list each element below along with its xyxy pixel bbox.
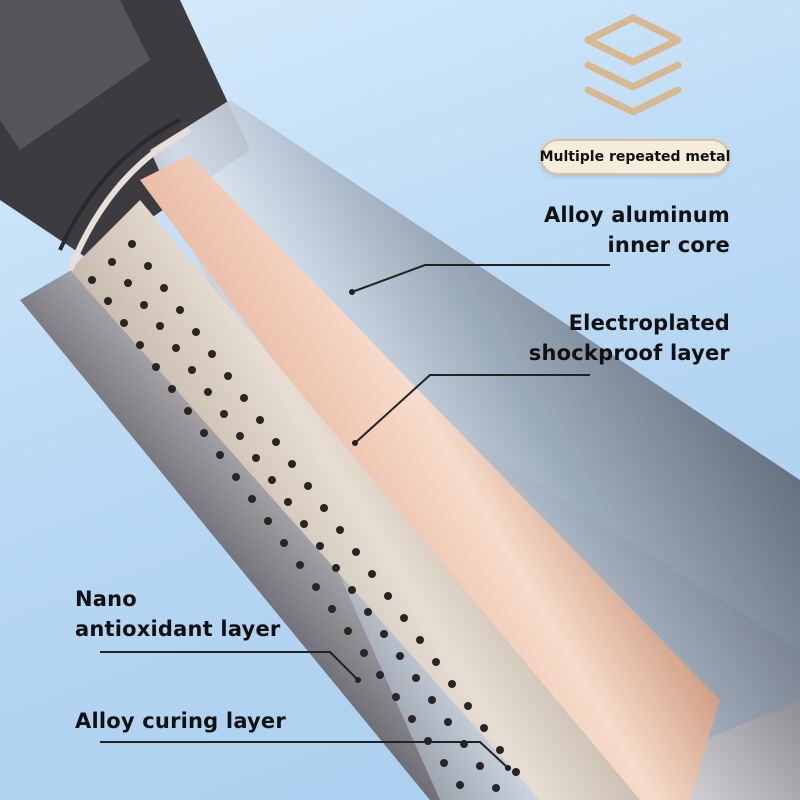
label-electro-line2: shockproof layer: [528, 341, 730, 365]
multiple-metal-badge: Multiple repeated metal: [540, 139, 730, 175]
label-nano-line1: Nano: [75, 587, 137, 611]
label-alloy-curing: Alloy curing layer: [75, 706, 335, 736]
perforation-holes: [88, 240, 520, 792]
label-electroplated-shockproof: Electroplated shockproof layer: [480, 308, 730, 368]
label-alloy-core-line2: inner core: [607, 233, 730, 257]
inner-core: [140, 155, 720, 800]
label-nano-line2: antioxidant layer: [75, 617, 281, 641]
label-curing-line: Alloy curing layer: [75, 709, 286, 733]
label-nano-antioxidant: Nano antioxidant layer: [75, 584, 335, 644]
label-electro-line1: Electroplated: [568, 311, 730, 335]
label-alloy-inner-core: Alloy aluminum inner core: [500, 200, 730, 260]
label-alloy-core-line1: Alloy aluminum: [543, 203, 730, 227]
badge-text: Multiple repeated metal: [539, 149, 731, 165]
perforated-layer: [70, 200, 640, 800]
stacked-layers-icon: [584, 14, 682, 116]
leader-lines: [100, 264, 610, 769]
